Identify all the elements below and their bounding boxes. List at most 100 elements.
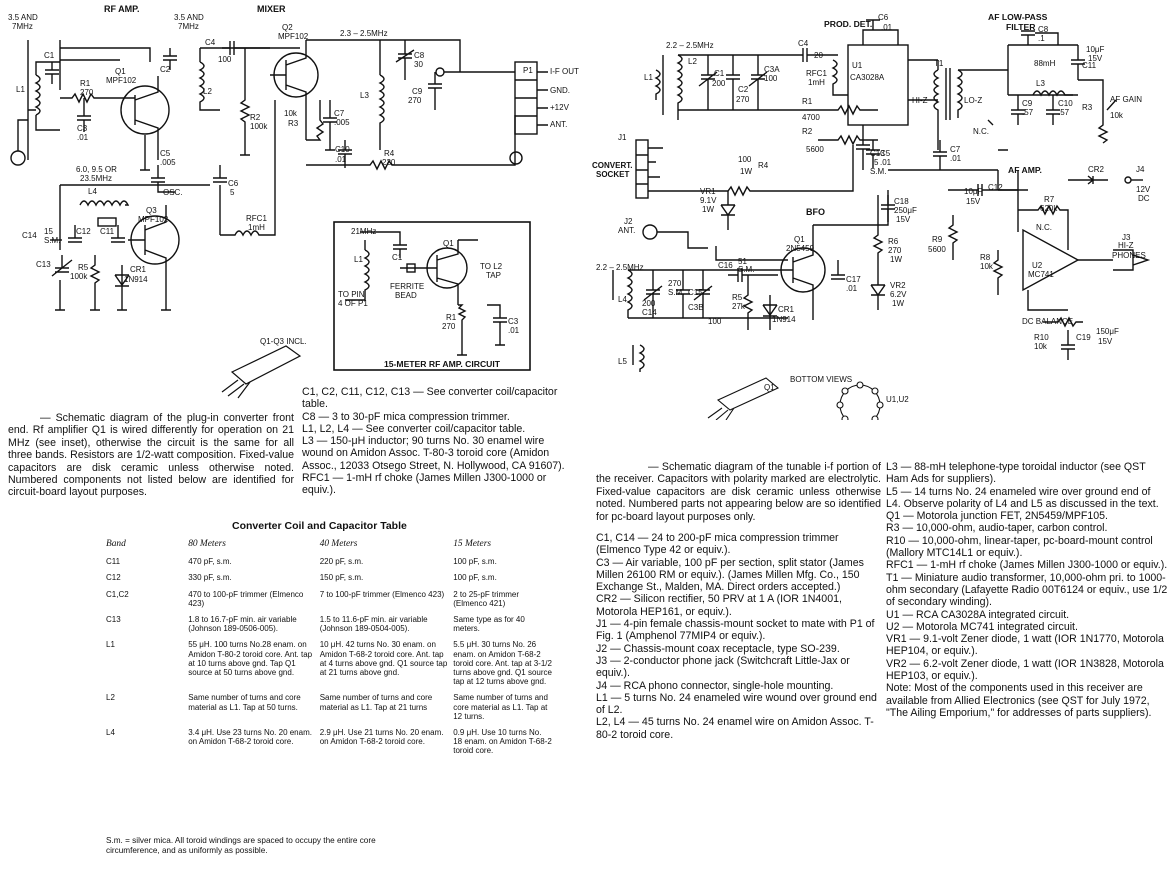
label-r2-val: 100k [250,122,268,131]
part-entry: L2, L4 — 45 turns No. 24 enamel wire on … [596,716,874,741]
label-c2-val: 270 [736,95,750,104]
label-c14-val: 200 [642,299,656,308]
label-c16: C16 [718,261,733,270]
label-c18-v: 15V [896,215,911,224]
label-r4: R4 [384,149,395,158]
right-page: PROD. DET. AF LOW-PASS FILTER 2.2 – 2.5M… [588,0,1171,869]
label-r3-val: 10k [1110,111,1123,120]
inset-r1: R1 [446,313,457,322]
inset-tap: TAP [486,271,501,280]
label-c8: C8 [1038,25,1049,34]
table-cell: Same number of turns and core material a… [319,693,433,712]
label-q3: Q3 [146,206,157,215]
label-vr2-w: 1W [892,299,904,308]
label-j4: J4 [1136,165,1145,174]
label-c8: C8 [414,51,425,60]
label-r3-val: 10k [284,109,297,118]
parts-list-right-b: L3 — 88-mH telephone-type toroidal induc… [886,461,1168,719]
label-c5-val: .01 [880,158,892,167]
label-t1: T1 [934,59,944,68]
table-cell: Same number of turns and core material a… [453,693,548,721]
label-r5-val: 100k [70,272,88,281]
table-cell: C13 [106,615,121,625]
label-dc: DC [1138,194,1150,203]
table-cell: 1.5 to 11.6-pF min. air variable (Johnso… [319,615,428,634]
caption-left: — Schematic diagram of the plug-in conve… [8,412,294,499]
part-entry: U2 — Motorola MC741 integrated circuit. [886,620,1078,633]
label-transistor: Q1-Q3 INCL. [260,337,307,346]
part-entry: L3 — 88-mH telephone-type toroidal induc… [886,461,1146,486]
caption-right: — Schematic diagram of the tunable i-f p… [596,461,881,523]
label-c10: C10 [335,145,350,154]
inset-r1-val: 270 [442,322,456,331]
label-c12-val: 10μF [964,187,983,196]
label-phones: PHONES [1112,251,1146,260]
label-q2-type: MPF102 [278,32,309,41]
label-c4: C4 [798,39,809,48]
label-pin2: GND. [550,86,570,95]
part-entry: C1, C14 — 24 to 200-pF mica compression … [596,532,839,557]
label-u1u2: U1,U2 [886,395,909,404]
label-vr1-w: 1W [702,205,714,214]
label-loz: LO-Z [964,96,983,105]
label-j2: J2 [624,217,633,226]
label-cr1: CR1 [130,265,147,274]
table-cell: Same number of turns and core material a… [188,693,301,712]
if-receiver-schematic [612,19,1151,420]
label-c4: C4 [205,38,216,47]
label-convert: CONVERT. [592,161,633,170]
table-cell: 100 pF, s.m. [453,557,497,567]
label-mixer: MIXER [257,4,286,14]
label-vr2-val: 6.2V [890,290,907,299]
label-c5: C5 [880,149,891,158]
label-u1-type: CA3028A [850,73,885,82]
part-entry: VR1 — 9.1-volt Zener diode, 1 watt (IOR … [886,633,1164,658]
label-cr1-type: 1N914 [772,315,796,324]
part-entry: J3 — 2-conductor phone jack (Switchcraft… [596,654,850,680]
label-pin4: ANT. [550,120,568,129]
label-prod-det: PROD. DET. [824,19,873,29]
part-entry: VR2 — 6.2-volt Zener diode, 1 watt (IOR … [886,657,1164,683]
label-c2: C2 [738,85,749,94]
part-entry: L1, L2, L4 — See converter coil/capacito… [302,422,526,435]
label-c7-val: .01 [950,154,962,163]
inset-q1: Q1 [443,239,454,248]
label-c14-val: 15 [44,227,53,236]
label-c12: C12 [988,183,1003,192]
label-band-2: 3.5 AND [174,13,204,22]
parts-list-right-a: C1, C14 — 24 to 200-pF mica compression … [596,532,881,741]
label-cr2: CR2 [1088,165,1105,174]
part-entry: R3 — 10,000-ohm, audio-taper, carbon con… [886,522,1108,535]
inset-ferrite: FERRITE [390,282,425,291]
label-q2: Q2 [282,23,293,32]
label-c3: C3 [77,124,88,133]
label-q3-type: MPF102 [138,215,169,224]
part-entry: T1 — Miniature audio transformer, 10,000… [886,571,1168,609]
table-cell: C1,C2 [106,589,129,599]
label-c15-val: 270 [668,279,682,288]
label-r8-val: 10k [980,262,993,271]
label-r4-val: 220 [382,158,396,167]
label-r7: R7 [1044,195,1055,204]
label-r3: R3 [1082,103,1093,112]
label-l2: L2 [203,87,212,96]
label-bottom-views: BOTTOM VIEWS [790,375,853,384]
label-u2-type: MC741 [1028,270,1054,279]
table-cell: C11 [106,557,121,567]
table-cell: 10 μH. 42 turns No. 30 enam. on Amidon T… [319,640,448,678]
label-xtal: 6.0, 9.5 OR [76,165,117,174]
label-bottom-q1: Q1 [764,383,775,392]
label-c9-val: 270 [408,96,422,105]
label-rf-amp: RF AMP. [104,4,140,14]
label-l1: L1 [644,73,653,82]
table-title: Converter Coil and Capacitor Table [232,520,407,532]
inset-c3: C3 [508,317,519,326]
table-cell: 0.9 μH. Use 10 turns No. 18 enam. on Ami… [453,728,552,756]
label-r1: R1 [80,79,91,88]
label-c3b: C3B [688,303,704,312]
label-r5: R5 [78,263,89,272]
part-entry: C8 — 3 to 30-pF mica compression trimmer… [302,410,510,423]
part-entry: J1 — 4-pin female chassis-mount socket t… [596,618,875,643]
